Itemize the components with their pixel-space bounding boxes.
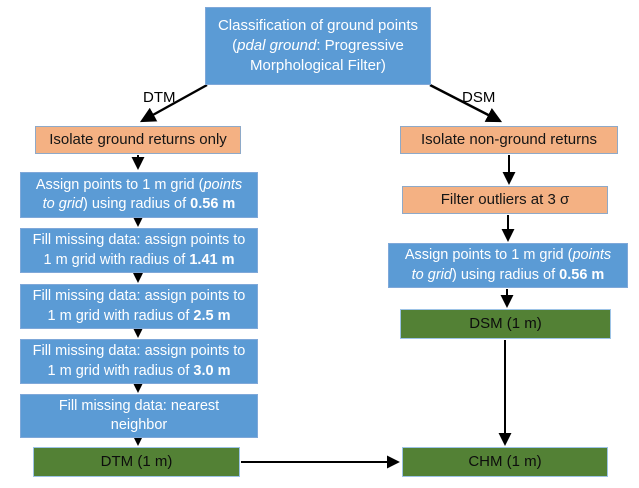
node-dsm-output-label: DSM (1 m) [469, 315, 542, 333]
node-fill-141-label: Fill missing data: assign points to 1 m … [32, 232, 246, 268]
node-fill-nearest: Fill missing data: nearest neighbor [20, 394, 258, 438]
node-dtm-output: DTM (1 m) [33, 447, 240, 477]
node-fill-30: Fill missing data: assign points to 1 m … [20, 339, 258, 384]
node-fill-25-label: Fill missing data: assign points to 1 m … [32, 288, 246, 324]
node-isolate-ground-label: Isolate ground returns only [49, 131, 227, 149]
node-dtm-output-label: DTM (1 m) [100, 453, 173, 471]
node-chm-output-label: CHM (1 m) [468, 453, 542, 471]
node-classification-label: Classification of ground points (pdal gr… [217, 17, 419, 74]
node-fill-141: Fill missing data: assign points to 1 m … [20, 228, 258, 273]
branch-label-dtm: DTM [143, 89, 176, 106]
node-filter-outliers-label: Filter outliers at 3 σ [440, 191, 570, 209]
node-isolate-nonground-label: Isolate non-ground returns [421, 131, 597, 149]
node-classification: Classification of ground points (pdal gr… [205, 7, 431, 85]
branch-label-dsm: DSM [462, 89, 496, 106]
node-fill-25: Fill missing data: assign points to 1 m … [20, 284, 258, 329]
node-assign-grid-right-label: Assign points to 1 m grid (points to gri… [404, 247, 612, 283]
node-assign-grid-left-label: Assign points to 1 m grid (points to gri… [35, 176, 243, 212]
node-isolate-nonground: Isolate non-ground returns [400, 126, 618, 154]
node-assign-grid-right: Assign points to 1 m grid (points to gri… [388, 243, 628, 288]
node-isolate-ground: Isolate ground returns only [35, 126, 241, 154]
node-filter-outliers: Filter outliers at 3 σ [402, 186, 608, 214]
node-chm-output: CHM (1 m) [402, 447, 608, 477]
node-fill-nearest-label: Fill missing data: nearest neighbor [58, 397, 220, 433]
node-dsm-output: DSM (1 m) [400, 309, 611, 339]
node-fill-30-label: Fill missing data: assign points to 1 m … [32, 343, 246, 379]
node-assign-grid-left: Assign points to 1 m grid (points to gri… [20, 172, 258, 218]
